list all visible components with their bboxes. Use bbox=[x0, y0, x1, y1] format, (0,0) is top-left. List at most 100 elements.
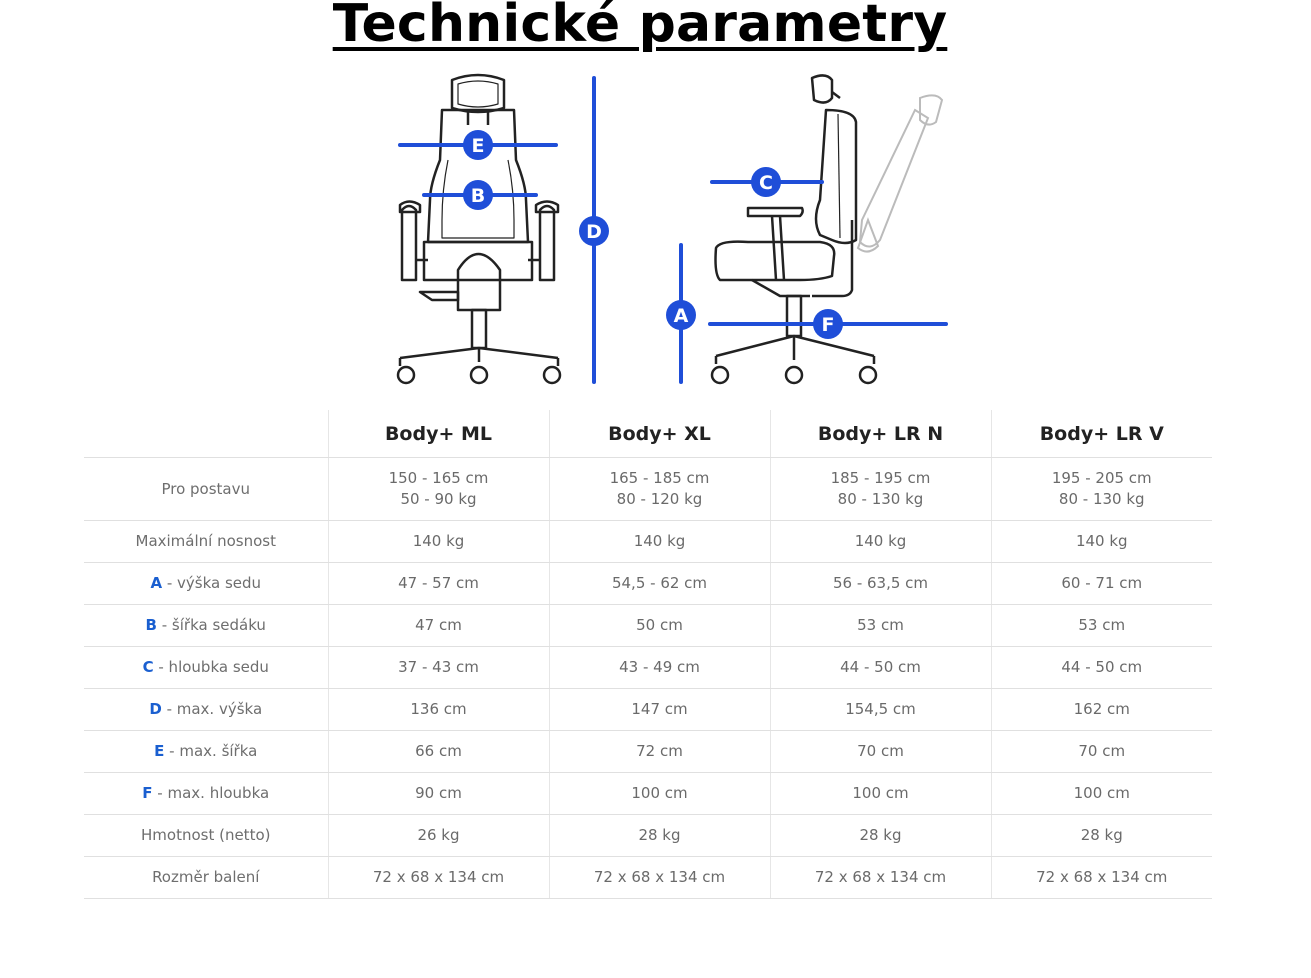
cell-value: 72 x 68 x 134 cm bbox=[372, 868, 505, 886]
table-cell: 72 cm bbox=[548, 730, 770, 773]
row-label-text: Maximální nosnost bbox=[135, 532, 276, 550]
cell-value: 136 cm bbox=[410, 700, 467, 718]
marker-e-label: E bbox=[472, 135, 485, 157]
cell-value: 72 x 68 x 134 cm bbox=[814, 868, 947, 886]
cell-value: 80 - 130 kg bbox=[1058, 490, 1145, 508]
table-cell: 72 x 68 x 134 cm bbox=[548, 856, 770, 899]
row-label-text: - max. šířka bbox=[164, 742, 258, 760]
table-header-row: Body+ ML Body+ XL Body+ LR N Body+ LR V bbox=[84, 410, 1212, 458]
cell-value: 54,5 - 62 cm bbox=[611, 574, 708, 592]
cell-value: 28 kg bbox=[1080, 826, 1123, 844]
table-row: B - šířka sedáku 47 cm 50 cm 53 cm 53 cm bbox=[84, 604, 1212, 647]
table-cell: 44 - 50 cm bbox=[769, 646, 991, 689]
cell-value: 185 - 195 cm bbox=[830, 469, 931, 487]
table-cell: 147 cm bbox=[548, 688, 770, 731]
row-label-text: - šířka sedáku bbox=[156, 616, 266, 634]
table-row: Rozměr balení 72 x 68 x 134 cm 72 x 68 x 1… bbox=[84, 856, 1212, 899]
row-label: Maximální nosnost bbox=[84, 520, 328, 563]
cell-value: 165 - 185 cm bbox=[609, 469, 710, 487]
cell-value: 195 - 205 cm bbox=[1051, 469, 1152, 487]
row-label: E - max. šířka bbox=[84, 730, 328, 773]
chair-dimension-diagram: E B D C A F bbox=[396, 73, 948, 385]
table-row: C - hloubka sedu 37 - 43 cm 43 - 49 cm 44 -… bbox=[84, 646, 1212, 689]
table-row: F - max. hloubka 90 cm 100 cm 100 cm 100 cm bbox=[84, 772, 1212, 815]
row-label-text: Pro postavu bbox=[161, 479, 251, 498]
cell-value: 47 cm bbox=[415, 616, 462, 634]
row-label: Rozměr balení bbox=[84, 856, 328, 899]
cell-value: 44 - 50 cm bbox=[840, 658, 921, 676]
cell-value: 66 cm bbox=[415, 742, 462, 760]
table-cell: 72 x 68 x 134 cm bbox=[769, 856, 991, 899]
table-cell: 100 cm bbox=[548, 772, 770, 815]
table-cell: 53 cm bbox=[990, 604, 1212, 647]
table-header-empty bbox=[84, 410, 328, 458]
cell-value: 28 kg bbox=[859, 826, 902, 844]
table-cell: 162 cm bbox=[990, 688, 1212, 731]
row-label-text: - hloubka sedu bbox=[153, 658, 269, 676]
cell-value: 154,5 cm bbox=[845, 700, 916, 718]
table-cell: 28 kg bbox=[990, 814, 1212, 857]
marker-a-label: A bbox=[674, 305, 689, 327]
marker-f: F bbox=[813, 309, 843, 339]
cell-value: 72 x 68 x 134 cm bbox=[1036, 868, 1168, 886]
cell-value: 60 - 71 cm bbox=[1061, 574, 1143, 592]
cell-value: 28 kg bbox=[638, 826, 681, 844]
row-label-text: Hmotnost (netto) bbox=[141, 826, 271, 844]
cell-value: 53 cm bbox=[1078, 616, 1126, 634]
table-row: E - max. šířka 66 cm 72 cm 70 cm 70 cm bbox=[84, 730, 1212, 773]
cell-value: 80 - 130 kg bbox=[837, 490, 924, 508]
marker-e: E bbox=[463, 130, 493, 160]
table-cell: 90 cm bbox=[327, 772, 549, 815]
table-cell: 70 cm bbox=[769, 730, 991, 773]
marker-b: B bbox=[463, 180, 493, 210]
table-cell: 100 cm bbox=[769, 772, 991, 815]
row-label-text: - výška sedu bbox=[162, 574, 262, 592]
marker-c-label: C bbox=[759, 172, 773, 194]
table-cell: 136 cm bbox=[327, 688, 549, 731]
spec-table: Body+ ML Body+ XL Body+ LR N Body+ LR V … bbox=[84, 410, 1212, 899]
cell-value: 43 - 49 cm bbox=[619, 658, 700, 676]
table-cell: 26 kg bbox=[327, 814, 549, 857]
table-cell: 140 kg bbox=[990, 520, 1212, 563]
cell-value: 162 cm bbox=[1073, 700, 1130, 718]
cell-value: 50 cm bbox=[636, 616, 683, 634]
cell-value: 90 cm bbox=[415, 784, 462, 802]
dimension-letter: B bbox=[145, 616, 157, 634]
dimension-letter: C bbox=[142, 658, 154, 676]
cell-value: 26 kg bbox=[417, 826, 460, 844]
table-cell: 140 kg bbox=[327, 520, 549, 563]
cell-value: 150 - 165 cm bbox=[388, 469, 489, 487]
row-label: A - výška sedu bbox=[84, 562, 328, 605]
cell-value: 72 cm bbox=[636, 742, 683, 760]
table-cell: 28 kg bbox=[769, 814, 991, 857]
table-cell: 37 - 43 cm bbox=[327, 646, 549, 689]
row-label: Hmotnost (netto) bbox=[84, 814, 328, 857]
table-cell: 44 - 50 cm bbox=[990, 646, 1212, 689]
cell-value: 140 kg bbox=[1075, 532, 1128, 550]
row-label: Pro postavu bbox=[84, 457, 328, 521]
chair-side-view bbox=[710, 74, 878, 385]
table-cell: 100 cm bbox=[990, 772, 1212, 815]
table-cell: 50 cm bbox=[548, 604, 770, 647]
table-cell: 72 x 68 x 134 cm bbox=[990, 856, 1212, 899]
table-cell: 54,5 - 62 cm bbox=[548, 562, 770, 605]
table-cell: 154,5 cm bbox=[769, 688, 991, 731]
table-cell: 70 cm bbox=[990, 730, 1212, 773]
cell-value: 100 cm bbox=[631, 784, 688, 802]
table-cell: 53 cm bbox=[769, 604, 991, 647]
marker-b-label: B bbox=[471, 185, 485, 207]
cell-value: 100 cm bbox=[852, 784, 909, 802]
page-title: Technické parametry bbox=[332, 0, 948, 54]
cell-value: 100 cm bbox=[1073, 784, 1130, 802]
marker-d: D bbox=[579, 216, 609, 246]
dimension-letter: E bbox=[154, 742, 165, 760]
row-label: F - max. hloubka bbox=[84, 772, 328, 815]
table-cell: 56 - 63,5 cm bbox=[769, 562, 991, 605]
cell-value: 70 cm bbox=[857, 742, 904, 760]
